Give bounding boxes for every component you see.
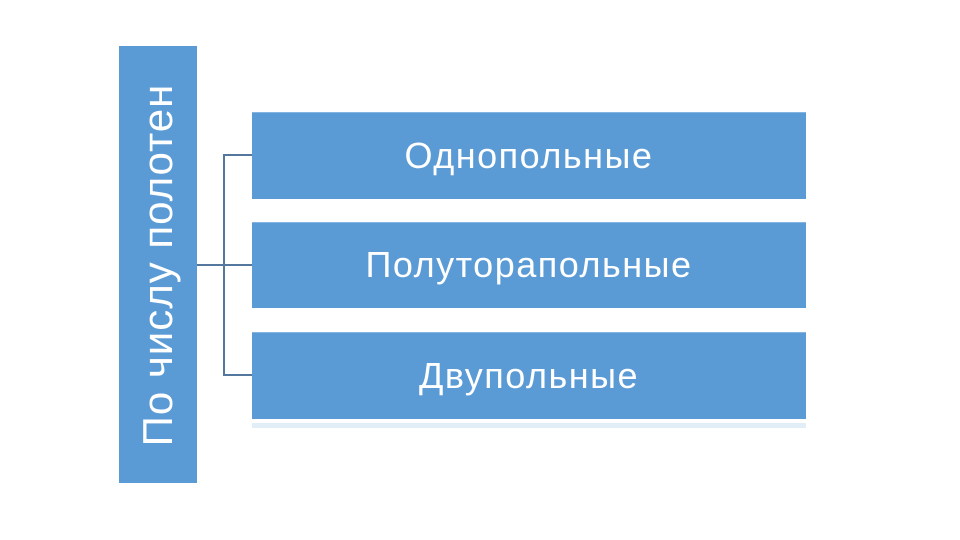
list-item-label: Однопольные [404, 134, 654, 176]
box-reflection [252, 423, 806, 428]
category-label: По числу полотен [134, 83, 181, 446]
category-bar[interactable]: По числу полотен [119, 46, 197, 483]
connector-stub-middle [197, 264, 252, 266]
list-item-box-double-leaf[interactable]: Двупольные [252, 332, 806, 419]
list-item-box-single-leaf[interactable]: Однопольные [252, 112, 806, 199]
list-item-box-one-and-half-leaf[interactable]: Полуторапольные [252, 222, 806, 308]
connector-stub-top [223, 154, 252, 156]
connector-stub-bottom [223, 374, 252, 376]
list-item-label: Полуторапольные [365, 244, 693, 285]
list-item-label: Двупольные [419, 354, 639, 396]
